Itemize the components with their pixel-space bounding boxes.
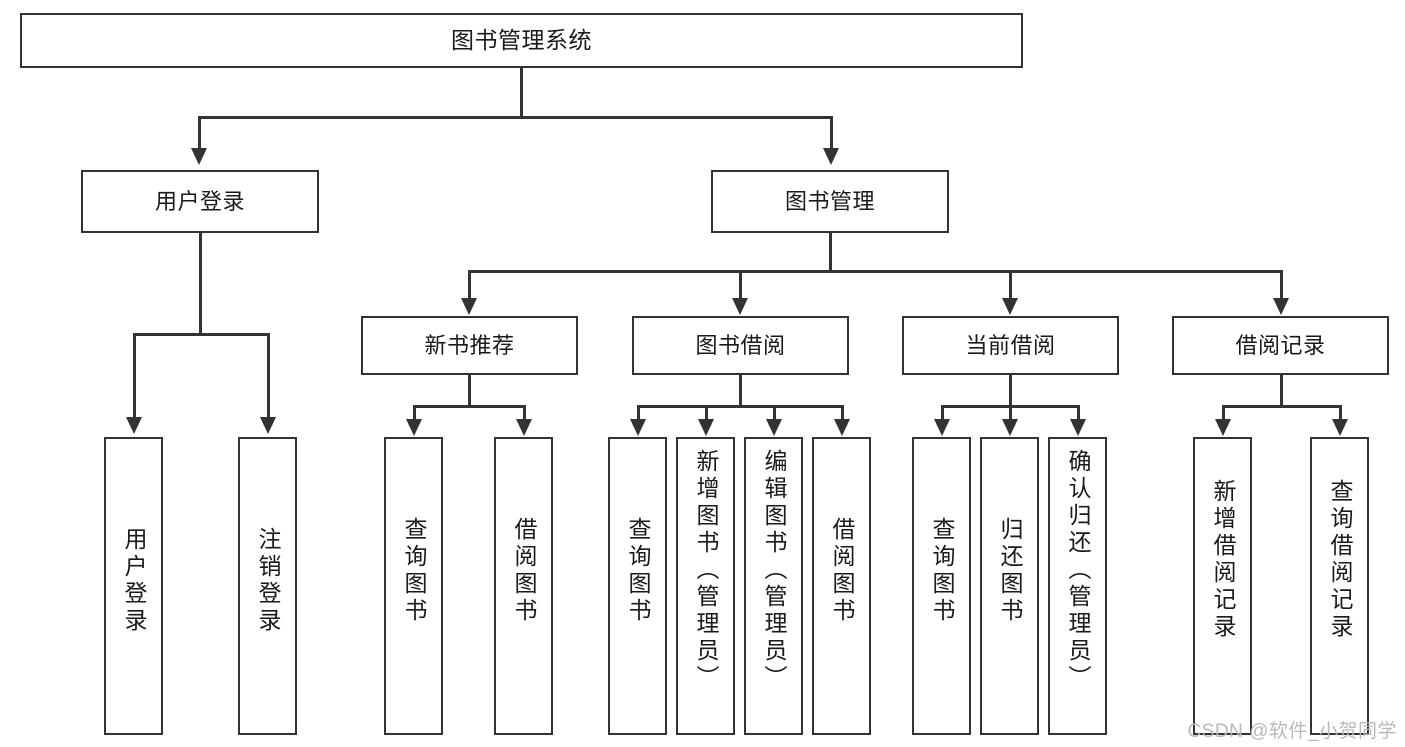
node-label: 新书推荐	[424, 332, 515, 358]
leaf-borrow-book-a[interactable]: 借阅图书	[494, 437, 553, 735]
connector-book-borrow-bus	[637, 405, 842, 408]
connector-book-manage-stem	[829, 233, 832, 272]
node-label: 借阅图书	[829, 517, 855, 625]
connector-borrow-record-bus	[1222, 405, 1339, 408]
leaf-add-book-admin[interactable]: 新增图书（管理员）	[676, 437, 735, 735]
arrow-to-leaf-edit-book-admin	[766, 419, 782, 436]
node-label: 当前借阅	[965, 332, 1056, 358]
arrow-to-leaf-logout-login	[260, 417, 276, 434]
node-label: 图书借阅	[695, 332, 786, 358]
node-label: 查询借阅记录	[1327, 479, 1353, 641]
arrow-to-leaf-confirm-return-admin	[1070, 419, 1086, 436]
node-label: 新增借阅记录	[1210, 479, 1236, 641]
arrow-to-new-book-rec	[461, 298, 477, 315]
connector-borrow-record-stem	[1280, 375, 1283, 405]
arrow-to-user-login	[191, 148, 207, 165]
connector-to-leaf-add-book-admin	[705, 405, 708, 421]
leaf-add-borrow-record[interactable]: 新增借阅记录	[1193, 437, 1252, 735]
connector-new-book-rec-bus	[413, 405, 525, 408]
connector-level1-bus	[198, 116, 832, 119]
node-new-book-rec[interactable]: 新书推荐	[361, 316, 578, 375]
arrow-to-leaf-borrow-book-b	[834, 419, 850, 436]
node-label: 查询图书	[401, 517, 427, 625]
arrow-to-leaf-query-borrow-record	[1332, 419, 1348, 436]
connector-to-user-login	[198, 116, 201, 150]
connector-root-stem	[520, 68, 523, 116]
connector-to-book-manage	[830, 116, 833, 150]
connector-to-leaf-query-borrow-record	[1339, 405, 1342, 421]
connector-to-leaf-confirm-return-admin	[1077, 405, 1080, 421]
arrow-to-book-manage	[823, 148, 839, 165]
connector-to-leaf-borrow-book-a	[523, 405, 526, 421]
node-label: 用户登录	[121, 527, 147, 635]
node-label: 借阅记录	[1235, 332, 1326, 358]
node-label: 编辑图书（管理员）	[761, 449, 787, 692]
connector-user-login-bus	[133, 333, 267, 336]
arrow-to-leaf-query-book-c	[934, 419, 950, 436]
connector-to-leaf-edit-book-admin	[773, 405, 776, 421]
arrow-to-leaf-borrow-book-a	[516, 419, 532, 436]
arrow-to-borrow-record	[1273, 298, 1289, 315]
node-book-manage[interactable]: 图书管理	[711, 170, 949, 233]
connector-new-book-rec-stem	[468, 375, 471, 405]
leaf-query-book-b[interactable]: 查询图书	[608, 437, 667, 735]
connector-to-leaf-query-book-c	[941, 405, 944, 421]
arrow-to-book-borrow	[732, 298, 748, 315]
arrow-to-leaf-user-login	[126, 417, 142, 434]
leaf-user-login[interactable]: 用户登录	[104, 437, 163, 735]
arrow-to-leaf-add-book-admin	[698, 419, 714, 436]
node-label: 确认归还（管理员）	[1065, 449, 1091, 692]
arrow-to-leaf-query-book-a	[406, 419, 422, 436]
leaf-confirm-return-admin[interactable]: 确认归还（管理员）	[1048, 437, 1107, 735]
node-label: 新增图书（管理员）	[693, 449, 719, 692]
connector-current-borrow-stem	[1009, 375, 1012, 405]
arrow-to-leaf-return-book	[1002, 419, 1018, 436]
arrow-to-current-borrow	[1002, 298, 1018, 315]
node-label: 借阅图书	[511, 517, 537, 625]
arrow-to-leaf-add-borrow-record	[1215, 419, 1231, 436]
connector-to-borrow-record	[1280, 270, 1283, 300]
leaf-query-book-c[interactable]: 查询图书	[912, 437, 971, 735]
node-book-borrow[interactable]: 图书借阅	[632, 316, 849, 375]
leaf-borrow-book-b[interactable]: 借阅图书	[812, 437, 871, 735]
node-current-borrow[interactable]: 当前借阅	[902, 316, 1119, 375]
node-label: 图书管理系统	[451, 26, 592, 53]
leaf-return-book[interactable]: 归还图书	[980, 437, 1039, 735]
connector-to-leaf-query-book-b	[637, 405, 640, 421]
connector-to-current-borrow	[1009, 270, 1012, 300]
connector-to-leaf-logout-login	[267, 333, 270, 419]
connector-level3-bus	[468, 270, 1280, 273]
node-label: 归还图书	[997, 517, 1023, 625]
node-borrow-record[interactable]: 借阅记录	[1172, 316, 1389, 375]
node-label: 用户登录	[154, 188, 245, 214]
node-label: 查询图书	[625, 517, 651, 625]
leaf-query-borrow-record[interactable]: 查询借阅记录	[1310, 437, 1369, 735]
connector-user-login-stem	[199, 233, 202, 335]
connector-to-leaf-user-login	[133, 333, 136, 419]
connector-to-leaf-borrow-book-b	[841, 405, 844, 421]
node-user-login[interactable]: 用户登录	[81, 170, 319, 233]
leaf-logout-login[interactable]: 注销登录	[238, 437, 297, 735]
connector-to-leaf-query-book-a	[413, 405, 416, 421]
connector-to-leaf-add-borrow-record	[1222, 405, 1225, 421]
connector-to-book-borrow	[739, 270, 742, 300]
connector-to-leaf-return-book	[1009, 405, 1012, 421]
leaf-edit-book-admin[interactable]: 编辑图书（管理员）	[744, 437, 803, 735]
connector-to-new-book-rec	[468, 270, 471, 300]
node-label: 图书管理	[784, 188, 875, 214]
leaf-query-book-a[interactable]: 查询图书	[384, 437, 443, 735]
arrow-to-leaf-query-book-b	[630, 419, 646, 436]
node-label: 查询图书	[929, 517, 955, 625]
node-label: 注销登录	[255, 527, 281, 635]
node-root-system[interactable]: 图书管理系统	[20, 13, 1023, 68]
connector-book-borrow-stem	[739, 375, 742, 405]
